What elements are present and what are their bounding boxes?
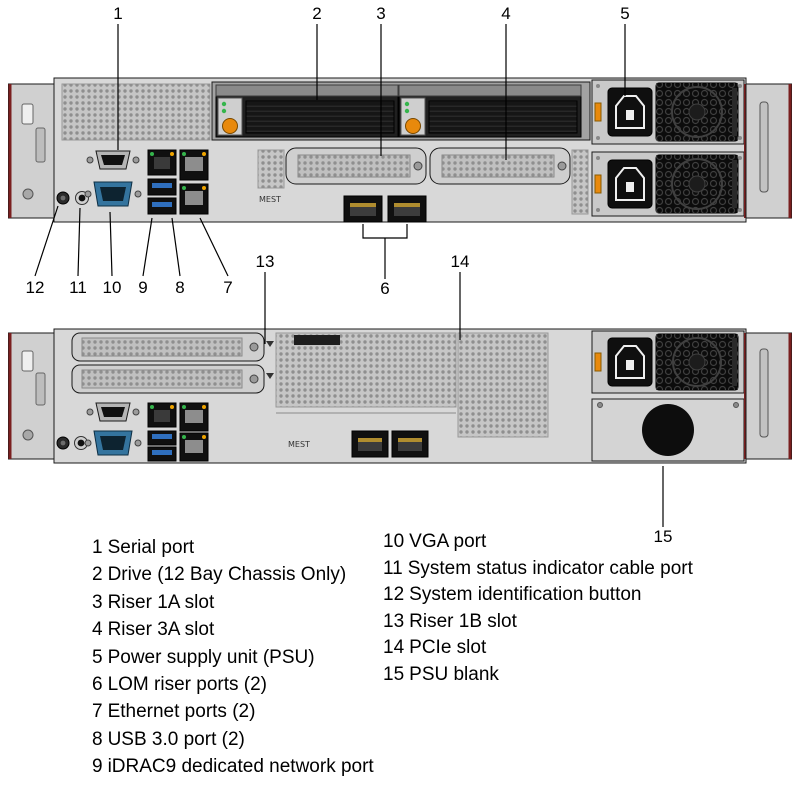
lom-riser-ports (343, 195, 427, 223)
psu-1 (591, 330, 745, 394)
callout-15: 15 (653, 527, 673, 546)
idrac-port (147, 149, 177, 176)
riser-1b-marker (266, 341, 274, 347)
callout-9: 9 (138, 278, 148, 297)
leader-line-7 (199, 217, 229, 277)
system-id-button (56, 436, 70, 450)
callout-11: 11 (69, 278, 87, 297)
riser-3a-slot (429, 147, 571, 185)
vga-port (84, 181, 142, 207)
server-rear-view-bottom: MEST (8, 328, 792, 464)
vga-port (84, 430, 142, 456)
riser-1b-marker (266, 373, 274, 379)
callout-12: 12 (25, 278, 45, 297)
riser-1a-slot (285, 147, 427, 185)
drive-2 (398, 84, 582, 138)
callout-4: 4 (501, 4, 511, 23)
callout-13: 13 (255, 252, 275, 271)
callout-14: 14 (450, 252, 470, 271)
callout-8: 8 (175, 278, 185, 297)
callout-7: 7 (223, 278, 233, 297)
riser-1b-slots (71, 332, 265, 394)
vent-grid (61, 83, 589, 215)
status-indicator-port (74, 436, 88, 450)
serial-port (86, 402, 140, 422)
callout-5: 5 (620, 4, 630, 23)
drive-1 (215, 84, 399, 138)
pcie-slot-vent (457, 332, 549, 438)
serial-port (86, 150, 140, 170)
psu-2 (591, 151, 745, 217)
callout-3: 3 (376, 4, 386, 23)
rack-ear-left (8, 332, 55, 460)
server-rear-view-top: MEST (8, 77, 792, 223)
chassis-marking-bottom: MEST (288, 440, 310, 449)
lom-riser-ports (351, 430, 429, 458)
ethernet-ports (179, 149, 209, 215)
usb-ports (147, 430, 177, 462)
callout-6: 6 (380, 279, 390, 298)
psu-1 (591, 79, 745, 145)
leader-line-9 (142, 217, 153, 277)
usb-ports (147, 178, 177, 215)
ethernet-ports (179, 402, 209, 462)
psu-blank (591, 398, 745, 462)
center-vent (275, 332, 457, 408)
chassis-marking-top: MEST (259, 195, 281, 204)
callout-1: 1 (113, 4, 123, 23)
rack-ear-right (745, 332, 792, 460)
leader-line-6 (362, 224, 408, 279)
system-id-button (56, 191, 70, 205)
rack-ear-right (745, 83, 792, 219)
callout-2: 2 (312, 4, 322, 23)
rack-ear-left (8, 83, 55, 219)
idrac-port (147, 402, 177, 428)
callout-10: 10 (102, 278, 122, 297)
leader-line-8 (171, 217, 181, 277)
